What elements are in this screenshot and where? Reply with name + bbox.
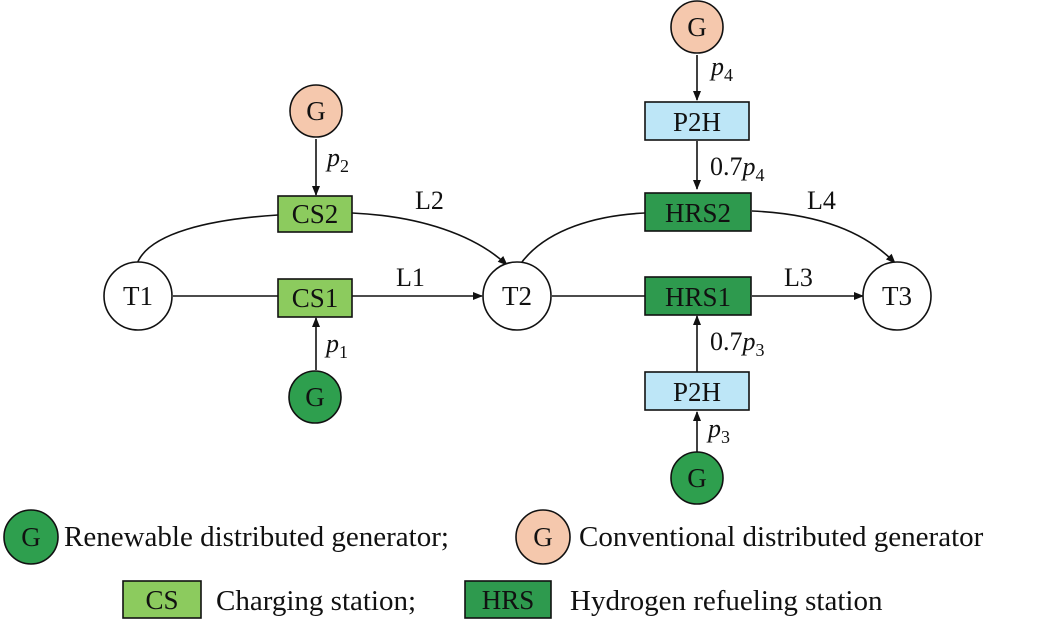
legend-charging-swatch [122,580,202,619]
station-hrs1: HRS1 [644,276,752,316]
generator-label: G [305,382,325,412]
converter-p2h-bottom: P2H [644,371,750,411]
legend-hydrogen-label: Hydrogen refueling station [570,585,883,617]
node-t1-label: T1 [123,281,153,311]
legend-conventional-g: G [533,522,553,552]
generator-label: G [687,12,707,42]
power-label-p3: p3 [706,414,730,447]
legend-charging-label: Charging station; [216,585,416,617]
power-label-p2: p2 [325,143,349,176]
station-cs2-label: CS2 [292,199,339,229]
edge-label-l2: L2 [415,186,444,215]
edge-label-l3: L3 [784,263,813,292]
edge-label-l4: L4 [807,186,836,215]
power-label-0.7p4: 0.7p4 [710,152,765,185]
link-t1-cs2 [135,214,279,268]
legend-hydrogen: HRS Hydrogen refueling station [464,580,883,619]
station-hrs2-label: HRS2 [665,198,731,228]
station-cs1: CS1 [277,278,353,318]
edge-label-l1: L1 [396,263,425,292]
generator-label: G [687,463,707,493]
node-t2: T2 [482,261,552,331]
link-t2-hrs2 [518,212,646,267]
legend-renewable-label: Renewable distributed generator; [64,521,449,553]
generator-conventional-cs2: G [289,84,343,138]
node-t3: T3 [862,261,932,331]
converter-p2h-top-label: P2H [673,107,721,137]
legend-conventional-swatch [515,509,571,565]
legend-renewable-g: G [21,522,41,552]
generator-renewable-cs1: G [288,370,342,424]
station-cs1-label: CS1 [292,283,339,313]
power-label-0.7p3: 0.7p3 [710,327,765,360]
power-label-p1: p1 [324,329,348,362]
legend-charging-box-label: CS [145,585,178,615]
legend-conventional: G Conventional distributed generator [515,509,984,565]
power-label-p4: p4 [709,52,733,85]
node-t1: T1 [103,261,173,331]
node-t2-label: T2 [502,281,532,311]
node-t3-label: T3 [882,281,912,311]
legend: G Renewable distributed generator; G Con… [3,509,984,619]
station-hrs1-label: HRS1 [665,282,731,312]
converter-p2h-top: P2H [644,101,750,141]
legend-hydrogen-swatch [464,580,552,619]
link-l2-arrow [351,212,508,266]
legend-conventional-label: Conventional distributed generator [579,521,984,553]
legend-renewable-swatch [3,509,59,565]
legend-charging: CS Charging station; [122,580,416,619]
legend-renewable: G Renewable distributed generator; [3,509,449,565]
converter-p2h-bottom-label: P2H [673,377,721,407]
legend-hydrogen-box-label: HRS [482,585,535,615]
link-l4-arrow [751,210,896,264]
generator-renewable-hrs1: G [670,451,724,505]
generator-conventional-hrs2: G [670,0,724,54]
station-hrs2: HRS2 [644,192,752,232]
station-cs2: CS2 [277,195,353,233]
generator-label: G [306,96,326,126]
